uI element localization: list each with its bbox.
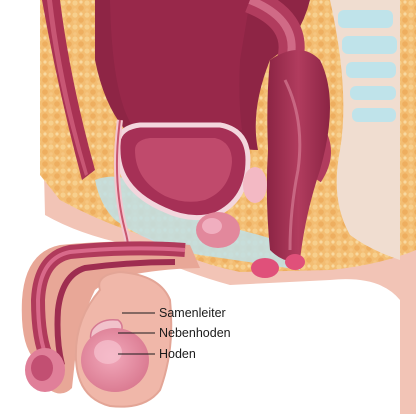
label-nebenhoden: Nebenhoden — [159, 326, 231, 340]
label-samenleiter: Samenleiter — [159, 306, 226, 320]
label-hoden: Hoden — [159, 347, 196, 361]
